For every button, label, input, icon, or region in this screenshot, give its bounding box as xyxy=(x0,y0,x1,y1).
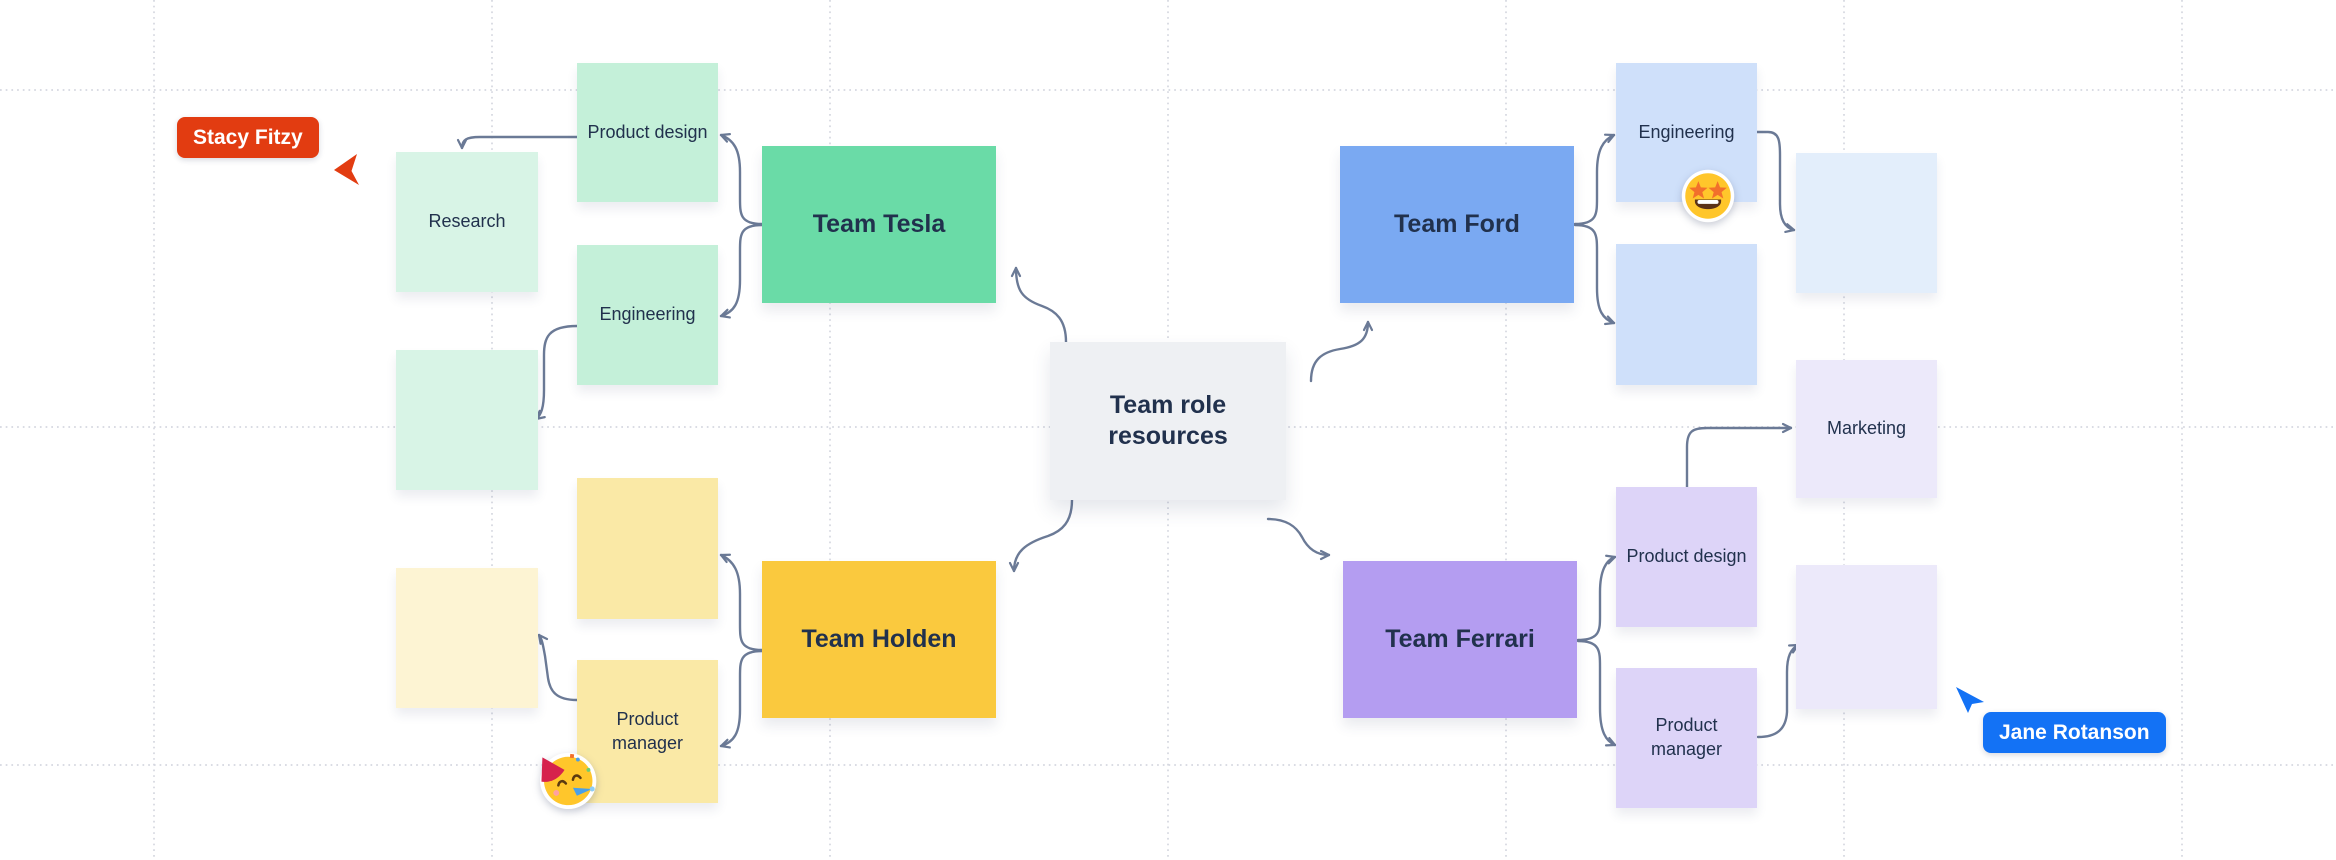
star-struck-emoji[interactable] xyxy=(1680,168,1736,224)
team-holden[interactable]: Team Holden xyxy=(762,561,996,718)
connector-sticky-engineering-ford-to-sticky-empty-pale-blue[interactable] xyxy=(1755,130,1796,234)
team-ford[interactable]: Team Ford xyxy=(1340,146,1574,303)
sticky-engineering-tesla-label: Engineering xyxy=(599,304,696,325)
sticky-empty-pale-yellow[interactable] xyxy=(396,568,538,708)
center-node[interactable]: Team role resources xyxy=(1050,342,1286,500)
connector-team-holden-to-sticky-product-manager-holden[interactable] xyxy=(719,649,764,749)
connector-center-node-to-team-ford[interactable] xyxy=(1309,320,1374,383)
sticky-research[interactable]: Research xyxy=(396,152,538,292)
cursor-pointer-icon xyxy=(1956,687,1984,713)
team-holden-label: Team Holden xyxy=(801,625,957,653)
collaborator-cursor-stacy: Stacy Fitzy xyxy=(177,117,359,185)
connector-team-holden-to-sticky-empty-yellow[interactable] xyxy=(719,553,764,652)
partying-face-emoji[interactable] xyxy=(537,749,599,811)
team-ferrari[interactable]: Team Ferrari xyxy=(1343,561,1577,718)
sticky-product-manager-ferrari-label: Product manager xyxy=(1650,715,1723,759)
connector-team-ford-to-sticky-empty-blue[interactable] xyxy=(1573,223,1616,326)
sticky-engineering-ford[interactable]: Engineering xyxy=(1616,63,1757,202)
sticky-product-manager-holden-label: Product manager xyxy=(611,708,684,753)
sticky-marketing-label: Marketing xyxy=(1826,418,1907,439)
connector-team-ferrari-to-sticky-product-manager-ferrari[interactable] xyxy=(1576,639,1617,747)
sticky-product-design-ferrari-label: Product design xyxy=(1626,546,1747,567)
connector-sticky-product-manager-ferrari-to-sticky-empty-pale-purple[interactable] xyxy=(1756,643,1800,739)
connector-team-ferrari-to-sticky-product-design-ferrari[interactable] xyxy=(1576,554,1617,642)
team-tesla[interactable]: Team Tesla xyxy=(762,146,996,303)
team-ferrari-label: Team Ferrari xyxy=(1385,625,1535,653)
sticky-product-manager-holden[interactable]: Product manager xyxy=(577,660,718,803)
sticky-product-design-tesla[interactable]: Product design xyxy=(577,63,718,202)
connector-center-node-to-team-holden[interactable] xyxy=(1008,498,1074,573)
sticky-product-manager-ferrari[interactable]: Product manager xyxy=(1616,668,1757,808)
sticky-engineering-tesla[interactable]: Engineering xyxy=(577,245,718,385)
sticky-empty-mint[interactable] xyxy=(396,350,538,490)
connector-sticky-product-design-tesla-to-sticky-research[interactable] xyxy=(456,135,579,150)
team-tesla-label: Team Tesla xyxy=(812,210,946,238)
connector-team-ford-to-sticky-engineering-ford[interactable] xyxy=(1573,133,1616,226)
connector-center-node-to-team-ferrari[interactable] xyxy=(1266,517,1331,561)
connector-sticky-product-manager-holden-to-sticky-empty-pale-yellow[interactable] xyxy=(537,633,579,702)
connector-sticky-engineering-tesla-to-sticky-empty-mint[interactable] xyxy=(534,324,579,421)
connector-team-tesla-to-sticky-engineering-tesla[interactable] xyxy=(719,223,764,319)
sticky-engineering-ford-label: Engineering xyxy=(1638,121,1735,142)
collaborator-name-tag: Jane Rotanson xyxy=(1983,712,2166,754)
team-ford-label: Team Ford xyxy=(1394,210,1520,238)
center-node-label: Team role resources xyxy=(1108,390,1228,450)
collaborator-cursor-jane: Jane Rotanson xyxy=(1956,687,2166,754)
sticky-product-design-tesla-label: Product design xyxy=(587,121,708,142)
sticky-marketing[interactable]: Marketing xyxy=(1796,360,1937,498)
connector-sticky-product-design-ferrari-to-sticky-marketing[interactable] xyxy=(1685,422,1793,489)
sticky-empty-pale-purple[interactable] xyxy=(1796,565,1937,709)
collaborator-name-tag: Stacy Fitzy xyxy=(177,117,319,159)
sticky-product-design-ferrari[interactable]: Product design xyxy=(1616,487,1757,627)
sticky-research-label: Research xyxy=(428,211,506,232)
sticky-empty-blue[interactable] xyxy=(1616,244,1757,385)
sticky-empty-pale-blue[interactable] xyxy=(1796,153,1937,293)
connector-center-node-to-team-tesla[interactable] xyxy=(1010,266,1068,344)
cursor-pointer-icon xyxy=(334,154,359,185)
sticky-empty-yellow[interactable] xyxy=(577,478,718,619)
connector-team-tesla-to-sticky-product-design-tesla[interactable] xyxy=(719,133,764,226)
